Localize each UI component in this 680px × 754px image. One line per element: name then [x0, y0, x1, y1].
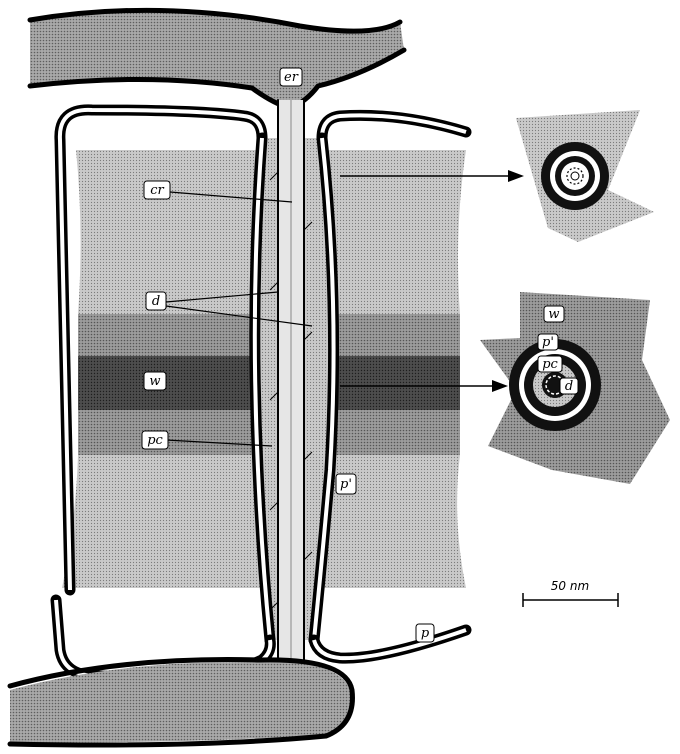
- label-p-prime: p': [336, 474, 356, 494]
- cross-section-upper: [516, 110, 654, 242]
- plasmodesma-channel: [255, 100, 334, 660]
- label-cr-text: cr: [150, 183, 164, 198]
- label-cross-d-text: d: [565, 379, 573, 394]
- scale-bar-label: 50 nm: [551, 579, 589, 593]
- label-cross-p-prime: p': [538, 334, 558, 350]
- label-d-text: d: [152, 294, 160, 309]
- er-cisterna-bottom: [10, 660, 352, 745]
- label-er: er: [280, 68, 302, 86]
- label-w-text: w: [149, 374, 160, 389]
- label-cross-pc: pc: [538, 356, 562, 372]
- scale-bar: 50 nm: [523, 579, 618, 607]
- label-p-prime-text: p': [340, 477, 352, 492]
- label-cr: cr: [144, 181, 170, 199]
- label-p: p: [416, 624, 434, 642]
- er-cisterna-top: [30, 10, 404, 108]
- label-d: d: [146, 292, 166, 310]
- label-cross-w: w: [544, 306, 564, 322]
- label-er-text: er: [284, 70, 299, 85]
- label-pc-text: pc: [147, 433, 163, 448]
- label-cross-w-text: w: [548, 307, 559, 322]
- label-p-text: p: [421, 626, 430, 641]
- label-cross-d: d: [560, 378, 578, 394]
- label-pc: pc: [142, 431, 168, 449]
- label-cross-p-prime-text: p': [542, 335, 554, 350]
- label-w: w: [144, 372, 166, 390]
- label-cross-pc-text: pc: [542, 357, 558, 372]
